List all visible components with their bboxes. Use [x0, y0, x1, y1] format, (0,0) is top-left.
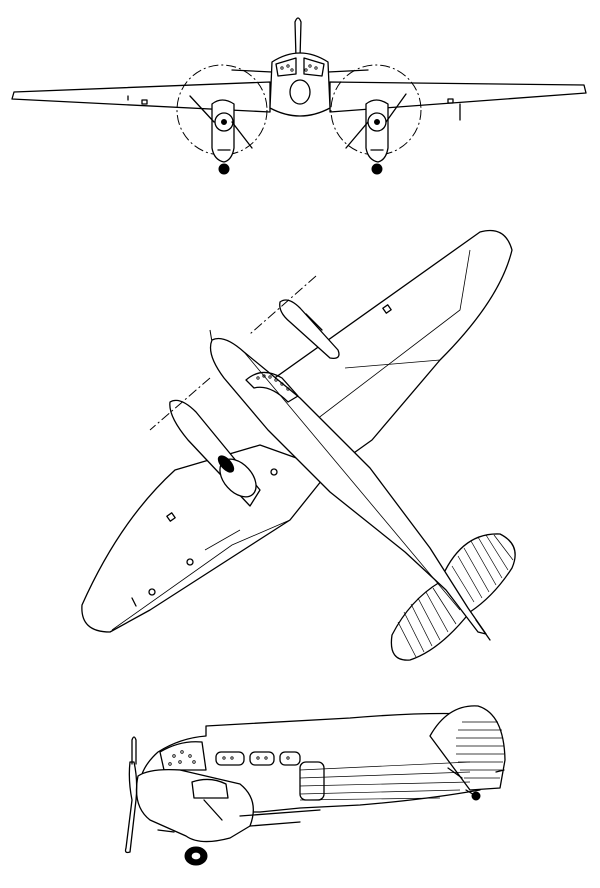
front-windscreen-dots [280, 64, 318, 72]
top-right-tailplane-hatching [451, 534, 514, 603]
top-view [81, 229, 516, 661]
front-right-nacelle [365, 99, 389, 175]
top-left-wing-pitot [131, 597, 137, 607]
top-left-wing-roundel-1 [186, 558, 194, 566]
front-view [11, 17, 587, 175]
top-cockpit-canopy [245, 371, 299, 403]
front-windscreen [275, 57, 325, 77]
side-wing-root [239, 809, 321, 827]
top-left-flap-line [204, 529, 241, 551]
front-tailplane [231, 69, 369, 73]
front-right-propeller-disc [330, 64, 422, 156]
top-left-propeller-line [149, 377, 211, 431]
side-tail-wheel-strut [465, 789, 477, 797]
top-left-tailplane-hatching [397, 587, 457, 658]
top-fuselage [209, 337, 487, 635]
top-nose-line [209, 329, 213, 343]
front-right-wing-marker [447, 98, 454, 104]
top-right-aileron-line [344, 359, 441, 369]
top-right-wing-flap-line [299, 249, 471, 433]
top-tail-cone [475, 619, 491, 641]
side-view [124, 705, 506, 866]
top-right-wing [254, 229, 513, 471]
top-cockpit-dots [256, 374, 290, 391]
side-cabin-windows [215, 751, 301, 766]
side-cockpit-dots [168, 750, 196, 766]
side-lower-detail [157, 829, 175, 833]
top-right-wing-marker [382, 304, 392, 314]
side-fuselage-lines [299, 761, 471, 801]
side-engine-exhaust [191, 778, 229, 799]
top-left-engine-intake [217, 455, 235, 473]
side-main-wheel-hub [190, 851, 202, 861]
side-tailplane [447, 767, 463, 779]
top-left-wing-roundel-2 [148, 588, 156, 596]
side-tail-cone [495, 769, 505, 773]
top-left-wing-trailing-line [111, 519, 291, 631]
top-right-propeller-line [249, 275, 317, 335]
side-fin [429, 705, 506, 791]
front-wing-aerials [127, 95, 461, 121]
top-left-wing-marker [166, 512, 176, 522]
front-fin [294, 17, 302, 59]
side-undercarriage-strut [203, 799, 223, 821]
front-right-propeller-blades [345, 93, 407, 149]
top-left-wing [81, 444, 331, 633]
side-cockpit-window [159, 741, 207, 771]
top-fuselage-roundel [270, 468, 278, 476]
front-nose [289, 79, 311, 105]
top-left-tailplane [390, 581, 471, 661]
front-left-propeller-disc [176, 64, 268, 156]
side-propeller-upper-blade [131, 736, 137, 765]
front-left-wing-marker [141, 99, 148, 105]
front-left-propeller-blades [189, 95, 253, 149]
side-cabin-door [299, 761, 325, 801]
top-right-nacelle-detail [305, 313, 323, 331]
side-engine-nacelle [135, 768, 254, 843]
front-left-nacelle [211, 99, 235, 175]
top-right-nacelle [279, 299, 340, 359]
side-propeller [124, 761, 138, 854]
